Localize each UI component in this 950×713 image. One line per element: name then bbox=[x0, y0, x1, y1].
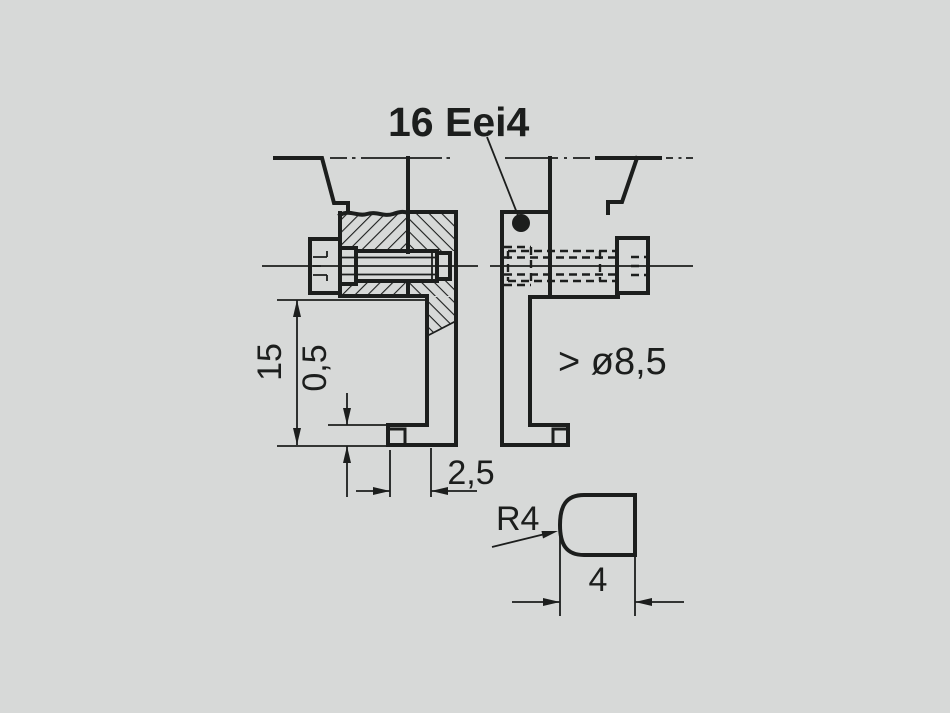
dim-0-5: 0,5 bbox=[296, 344, 388, 497]
section-view bbox=[262, 156, 478, 447]
radius-text: R4 bbox=[496, 500, 539, 538]
clamp-body-outline-right bbox=[500, 210, 620, 447]
clamp-body-outline bbox=[337, 209, 458, 447]
dim-15-text: 15 bbox=[251, 343, 289, 381]
dim-15: 15 bbox=[251, 299, 427, 447]
dim-0-5-text: 0,5 bbox=[296, 344, 334, 391]
upper-centerline-left bbox=[273, 156, 450, 214]
upper-centerline-right bbox=[505, 155, 693, 215]
foot-lip-detail bbox=[386, 427, 407, 446]
reference-dot bbox=[512, 214, 530, 232]
hidden-screw-lines bbox=[504, 245, 646, 287]
dim-2-5-text: 2,5 bbox=[447, 454, 494, 492]
radius-callout: R4 bbox=[491, 500, 558, 548]
foot-lip-detail-right bbox=[551, 427, 570, 446]
tip-detail-view: 4 R4 bbox=[491, 493, 684, 616]
dim-2-5: 2,5 bbox=[356, 448, 495, 497]
section-break-line bbox=[426, 320, 457, 337]
tip-profile bbox=[557, 493, 637, 557]
callout-label: 16 Eei4 bbox=[388, 99, 530, 219]
dim-4: 4 bbox=[512, 532, 684, 616]
outside-view bbox=[490, 155, 693, 447]
bore-note: > ø8,5 bbox=[558, 341, 667, 383]
hatching bbox=[340, 213, 456, 336]
dim-4-text: 4 bbox=[589, 561, 608, 599]
callout-text: 16 Eei4 bbox=[388, 99, 530, 145]
leader-line bbox=[486, 136, 520, 219]
